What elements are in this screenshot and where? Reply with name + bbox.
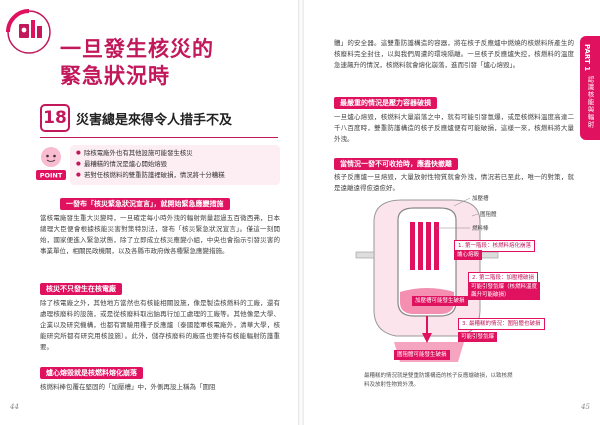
key-points-list: 除核電廠外也有其他設施可能發生核災 最糟糕的情況是爐心開始熔毀 若對任核燃料的雙…	[70, 145, 280, 185]
reactor-illustration	[355, 197, 499, 362]
key-point: 若對任核燃料的雙重防護裡破損，情況將十分糟糕	[76, 170, 274, 181]
fuel-rod	[418, 222, 423, 270]
subheading-3: 爐心熔毀就是核燃料熔化崩落	[40, 367, 143, 379]
section-title: 災害總是來得令人措手不及	[76, 113, 233, 128]
left-page: 一旦發生核災的 緊急狀況時 18 災害總是來得令人措手不及 POINT 除核電廠…	[0, 0, 298, 425]
section-divider	[40, 137, 278, 138]
stage1-result: 爐心熔毀	[454, 250, 483, 260]
right-page: PART 1 認識核能與輻射 體」的安全器。這雙重防護構造的容器，將在核子反應爐…	[304, 0, 600, 425]
paragraph-continued: 體」的安全器。這雙重防護構造的容器，將在核子反應爐中燃燒的核燃料所產生的核廢料完…	[334, 39, 574, 69]
fuel-rod	[410, 222, 415, 270]
part-tab: PART 1 認識核能與輻射	[580, 36, 600, 140]
stage2-note: 可能引發氫爆（核燃料溫度飆升可能破損）	[468, 282, 540, 300]
chapter-title-line1: 一旦發生核災的	[60, 37, 214, 61]
subheading-5: 當情況一發不可收拾時，應盡快撤離	[334, 158, 458, 170]
key-point: 除核電廠外也有其他設施可能發生核災	[76, 148, 274, 159]
subheading-2: 核災不只發生在核電廠	[40, 283, 122, 295]
point-badge-label: POINT	[40, 172, 63, 180]
point-mascot-icon: POINT	[36, 147, 66, 180]
subheading-4: 最嚴重的情況是壓力容器破損	[334, 97, 437, 109]
section-number: 18	[40, 104, 70, 132]
label-vessel: 圍阻體	[480, 212, 497, 218]
pipe-right	[479, 251, 499, 259]
label-containment: 加壓槽	[472, 196, 489, 202]
subheading-1: 一發布「核災緊急狀況宣言」，就開始緊急應變措施	[60, 198, 230, 210]
paragraph-5: 核子反應爐一旦熔毀，大量放射性物質就會外洩，情況若已至此，唯一的對策，就是遠離遠…	[334, 173, 574, 192]
chapter-title-line2: 緊急狀況時	[60, 64, 170, 88]
fuel-rod	[434, 222, 439, 270]
part-label: PART 1	[583, 44, 591, 72]
stage2-result: 加壓槽可能發生破損	[412, 296, 468, 306]
stage3-note: 可能引發氫爆	[458, 332, 498, 342]
chapter-title: 一旦發生核災的 緊急狀況時	[60, 36, 214, 90]
label-fuel-rod: 燃料棒	[472, 226, 489, 232]
pipe-left	[355, 251, 375, 259]
part-title: 認識核能與輻射	[586, 76, 594, 129]
stage1-label: 1. 第一階段：核燃料熔化崩落	[454, 240, 535, 252]
book-gutter	[298, 0, 304, 425]
paragraph-4: 一旦爐心熔毀，核燃料大量崩落之中，就有可能引發氫爆，或是核燃料溫度高達二千八百度…	[334, 113, 574, 143]
fuel-rod	[426, 222, 431, 270]
stage3-result: 圍阻體可能發生破損	[394, 350, 450, 360]
page-number-left: 44	[10, 403, 19, 411]
reactor-diagram: 加壓槽 圍阻體 燃料棒 1. 第一階段：核燃料熔化崩落 爐心熔毀 2. 第二階段…	[354, 192, 574, 392]
paragraph-2: 除了核電廠之外，其他地方當然也有核能相關設施，像是製造核燃料的工廠，還有處理核廢…	[40, 299, 280, 351]
paragraph-3: 核燃料棒包覆在堅固的「加壓槽」中，外側再設上稱為「圍阻	[40, 383, 216, 391]
nuclear-plant-icon	[6, 9, 51, 54]
stage3-label: 3. 最糟糕的情況：圍阻體也破損	[458, 318, 545, 330]
key-point: 最糟糕的情況是爐心開始熔毀	[76, 159, 274, 170]
paragraph-1: 當核電廠發生重大災變時，一旦確定每小時外洩的輻射劑量超過五百微西弗，日本總理大臣…	[40, 214, 280, 255]
diagram-caption: 最糟糕的情況就是雙重防護構造的核子反應爐破損，以致核燃料及放射性物質外洩。	[364, 373, 513, 388]
page-number-right: 45	[581, 403, 590, 411]
